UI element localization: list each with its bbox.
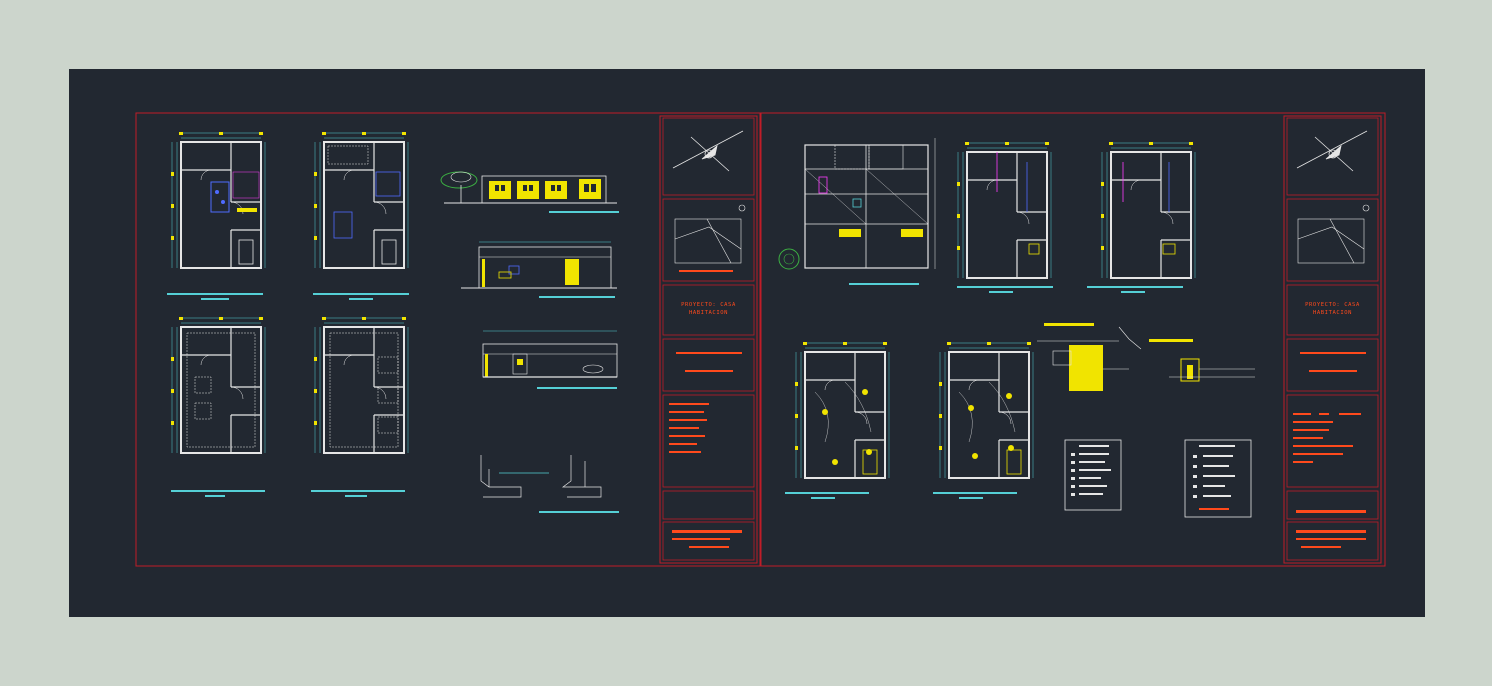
tree-icon: [440, 171, 478, 203]
north-arrow-icon: [1296, 130, 1368, 172]
detail-foundation-footings: [480, 455, 619, 513]
sheet-1-title-block-notes: [669, 352, 742, 548]
location-map-icon: [674, 204, 746, 272]
project-title-line-1: PROYECTO: CASA: [1305, 302, 1360, 308]
legend-table-1: [1064, 439, 1122, 511]
sheet-1-project-title: PROYECTO: CASA HABITACION: [663, 301, 754, 317]
sheet-2-project-title: PROYECTO: CASA HABITACION: [1287, 301, 1378, 317]
detail-registry-box: [1149, 339, 1255, 382]
plan-roof: [804, 138, 936, 285]
project-title-line-2: HABITACION: [688, 310, 729, 316]
section-longitudinal: [461, 241, 617, 298]
project-title-line-1: PROYECTO: CASA: [681, 302, 736, 308]
plan-captions-sheet-2: [785, 286, 1183, 499]
sheet-1-border: [135, 112, 761, 567]
plan-electrical-upper: [939, 342, 1034, 479]
plan-hydraulic-upper: [1101, 142, 1196, 279]
section-transversal: [482, 330, 618, 389]
location-map-icon: [1297, 204, 1370, 264]
project-title-line-2: HABITACION: [1312, 310, 1353, 316]
plan-electrical-ground: [795, 342, 890, 479]
detail-septic-tank: [1037, 323, 1142, 391]
cad-model-space[interactable]: PROYECTO: CASA HABITACION PROYECTO: CASA…: [69, 69, 1425, 617]
plan-upper-floor-structural: [314, 317, 409, 454]
sheet-1-title-block: [662, 117, 755, 561]
plan-upper-floor-architectural: [314, 132, 409, 269]
legend-table-2: [1184, 439, 1252, 518]
sheet-2-border: [760, 112, 1386, 567]
sheet-2-title-block-notes: [1293, 352, 1366, 548]
north-arrow-icon: [672, 130, 744, 172]
plan-ground-floor-foundation: [171, 317, 266, 454]
plan-captions: [167, 293, 409, 497]
elevation-front-facade: [444, 175, 619, 213]
plan-ground-floor-architectural: [171, 132, 266, 269]
plan-hydraulic-ground: [957, 142, 1052, 279]
sheet-2-title-block: [1286, 117, 1379, 561]
tree-icon: [778, 248, 800, 270]
